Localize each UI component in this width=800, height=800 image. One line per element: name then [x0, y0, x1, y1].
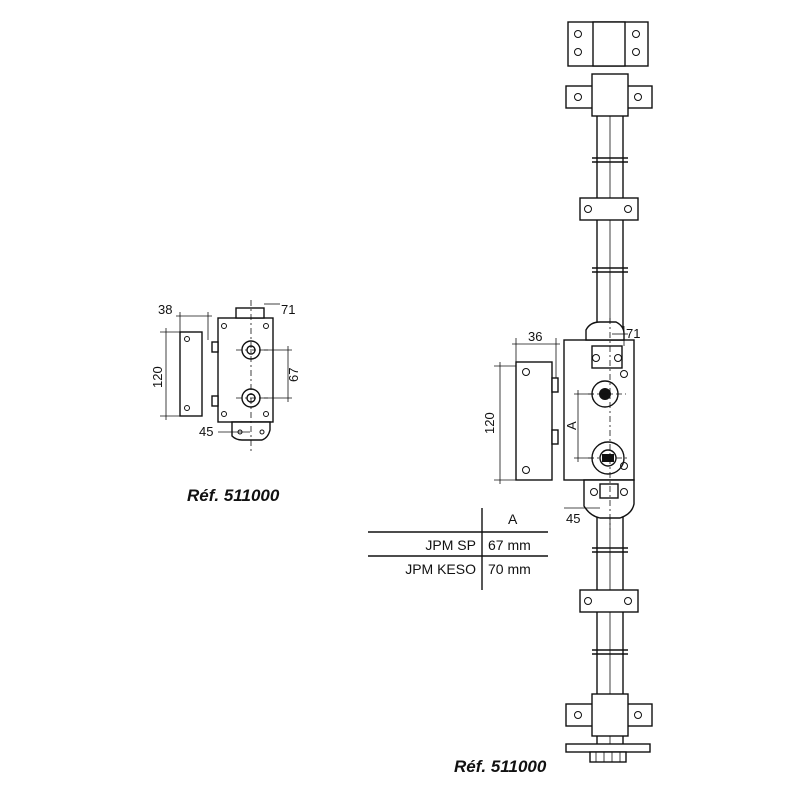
small-dim-38: 38 [158, 302, 172, 317]
small-keeper [179, 331, 203, 417]
large-dim-120: 120 [482, 412, 497, 434]
small-ref-label: Réf. 511000 [187, 486, 280, 505]
rod-guide-4 [565, 693, 653, 737]
large-lock-drawing: 36 120 A 71 [454, 21, 653, 776]
large-dim-36: 36 [528, 329, 542, 344]
rod-guide-2 [579, 197, 639, 221]
small-dim-45: 45 [199, 424, 213, 439]
small-lock-body [217, 317, 274, 423]
large-dim-45: 45 [566, 511, 580, 526]
rod-guide-1 [565, 73, 653, 117]
large-dim-a: A [564, 421, 579, 430]
small-lock-drawing: 38 120 71 67 45 [150, 300, 301, 505]
table-row-value: 67 mm [488, 537, 531, 553]
small-dim-71: 71 [281, 302, 295, 317]
small-dim-67: 67 [286, 368, 301, 382]
large-ref-label: Réf. 511000 [454, 757, 547, 776]
table-row-value: 70 mm [488, 561, 531, 577]
spec-table: A JPM SP 67 mm JPM KESO 70 mm [368, 508, 548, 590]
bottom-plate [565, 743, 651, 763]
large-dim-71: 71 [626, 326, 640, 341]
table-row-model: JPM SP [425, 537, 476, 553]
table-row-model: JPM KESO [405, 561, 476, 577]
rod-guide-3 [579, 589, 639, 613]
table-header-a: A [508, 511, 518, 527]
small-dim-120: 120 [150, 366, 165, 388]
large-keeper [515, 361, 553, 481]
